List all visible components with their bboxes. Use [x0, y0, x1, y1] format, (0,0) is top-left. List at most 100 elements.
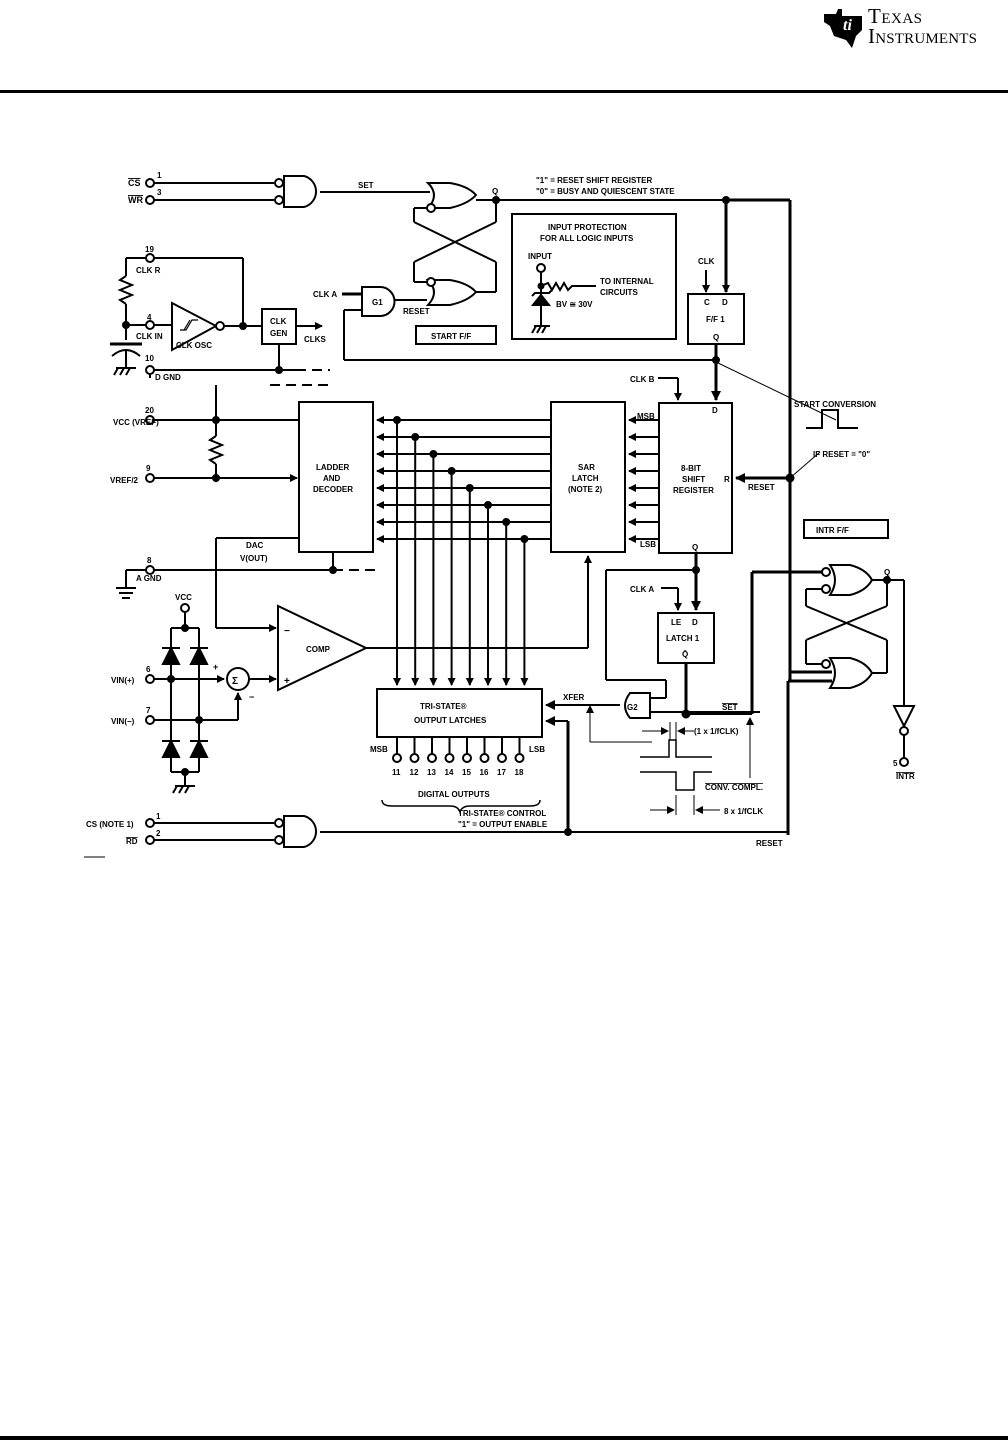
- g2-gate: [624, 692, 651, 719]
- cs-pin: [145, 178, 274, 188]
- ti-logo-icon: ti: [824, 9, 862, 48]
- footer-rule: [0, 1436, 1008, 1440]
- sum-plus: +: [213, 662, 218, 672]
- cs2-pin-label: CS (NOTE 1): [86, 820, 134, 829]
- sr-reset-label: RESET: [748, 483, 775, 492]
- tristate-label-1: TRI-STATE®: [420, 702, 467, 711]
- g1-label: G1: [372, 298, 383, 307]
- protect-to-2: CIRCUITS: [600, 288, 638, 297]
- ff1-d-label: D: [722, 298, 728, 307]
- g2-label: G2: [627, 703, 638, 712]
- ladder-decoder-box: [298, 401, 374, 553]
- tristate-control-1: TRI-STATE® CONTROL: [458, 809, 546, 818]
- reset-note-1: "1" = RESET SHIFT REGISTER: [536, 176, 652, 185]
- latch-le-label: LE: [671, 618, 682, 627]
- dgnd-pin-num: 10: [145, 354, 154, 363]
- sar-label-2: LATCH: [572, 474, 599, 483]
- vref-network: [145, 385, 299, 483]
- bus-bit-1: [376, 416, 659, 686]
- wr-pin-label: WR: [128, 195, 143, 205]
- output-pin-label: 11: [392, 768, 401, 777]
- sr-label-2: SHIFT: [682, 475, 705, 484]
- agnd-pin-num: 8: [147, 556, 152, 565]
- latch-q-label: Q̄: [682, 650, 688, 659]
- output-pin-16: [479, 737, 490, 763]
- bus-bit-6: [376, 501, 659, 686]
- ff1-box: [687, 200, 745, 401]
- start-flip-flop: [413, 182, 726, 306]
- diagram-labels: CS 1 WR 3 SET Q "1" = RESET SHIFT REGIST…: [86, 171, 915, 848]
- intr-pin-label: INTR: [896, 772, 915, 781]
- output-pin-11: [392, 737, 402, 763]
- output-pin-label: 16: [480, 768, 489, 777]
- adc-block-diagram: CS 1 WR 3 SET Q "1" = RESET SHIFT REGIST…: [84, 171, 916, 858]
- output-pin-13: [427, 737, 437, 763]
- sar-latch-box: [550, 401, 626, 553]
- bottom-reset-label: RESET: [756, 839, 783, 848]
- clkr-pin-label: CLK R: [136, 266, 161, 275]
- dac-label-2: V(OUT): [240, 554, 268, 563]
- dac-label-1: DAC: [246, 541, 264, 550]
- latch-clk-a-label: CLK A: [630, 585, 654, 594]
- bus-bit-5: [376, 484, 659, 686]
- ladder-label-3: DECODER: [313, 485, 353, 494]
- output-pin-label: 14: [445, 768, 454, 777]
- output-pin-label: 17: [497, 768, 506, 777]
- cs-pin-label: CS: [128, 178, 141, 188]
- output-pin-18: [514, 737, 525, 763]
- sr-r-label: R: [724, 475, 730, 484]
- bus-bit-3: [376, 450, 659, 686]
- out-msb-label: MSB: [370, 745, 388, 754]
- sr-q-label: Q: [692, 543, 698, 552]
- protect-title-2: FOR ALL LOGIC INPUTS: [540, 234, 634, 243]
- cs2-pin-num: 1: [156, 812, 161, 821]
- vinp-pin-label: VIN(+): [111, 676, 135, 685]
- vcc-pin-label: VCC (VREF): [113, 418, 159, 427]
- latch-name-label: LATCH 1: [666, 634, 700, 643]
- start-ff-q-label: Q: [492, 187, 498, 196]
- comp-plus: +: [284, 676, 290, 687]
- clk-gen-label-2: GEN: [270, 329, 288, 338]
- sr-d-label: D: [712, 406, 718, 415]
- sar-label-1: SAR: [578, 463, 595, 472]
- output-pin-label: 18: [515, 768, 524, 777]
- one-clk-label: (1 x 1/fCLK): [694, 727, 739, 736]
- g1-gate: [342, 286, 716, 361]
- intr-ff-label-box: [803, 519, 889, 539]
- output-pin-15: [462, 737, 472, 763]
- comparator: [277, 604, 369, 692]
- bus-bit-2: [376, 433, 659, 686]
- output-pin-17: [497, 737, 507, 763]
- vref2-pin-num: 9: [146, 464, 151, 473]
- clkin-pin-label: CLK IN: [136, 332, 163, 341]
- sr-lsb-label: LSB: [640, 540, 656, 549]
- input-protection-box: [511, 213, 677, 340]
- brand-line-2: Instruments: [868, 24, 978, 48]
- start-ff-label-box: [415, 325, 497, 345]
- if-reset-label: IF RESET = "0": [813, 450, 870, 459]
- protect-bv: BV ≅ 30V: [556, 300, 593, 309]
- conv-compl-label: CONV. COMPL.: [705, 783, 763, 792]
- vcc-pin-num: 20: [145, 406, 154, 415]
- reset-note-2: "0" = BUSY AND QUIESCENT STATE: [536, 187, 675, 196]
- bus-bit-4: [376, 467, 659, 686]
- ladder-label-1: LADDER: [316, 463, 350, 472]
- comp-label: COMP: [306, 645, 331, 654]
- ff1-c-label: C: [704, 298, 710, 307]
- vinm-pin-label: VIN(−): [111, 717, 135, 726]
- xfer-label: XFER: [563, 693, 585, 702]
- wr-pin: [145, 195, 274, 205]
- shift-register-box: [658, 402, 733, 554]
- output-pin-label: 13: [427, 768, 436, 777]
- sr-label-1: 8-BIT: [681, 464, 701, 473]
- clk-oscillator: [110, 253, 330, 386]
- sr-msb-label: MSB: [637, 412, 655, 421]
- sigma-symbol: Σ: [232, 676, 238, 687]
- protect-title-1: INPUT PROTECTION: [548, 223, 627, 232]
- reset-label-g1: RESET: [403, 307, 430, 316]
- dgnd-pin-label: D GND: [155, 373, 181, 382]
- brand-line-1: Texas: [868, 4, 923, 28]
- vinp-pin-num: 6: [146, 665, 151, 674]
- start-conversion-label: START CONVERSION: [794, 400, 876, 409]
